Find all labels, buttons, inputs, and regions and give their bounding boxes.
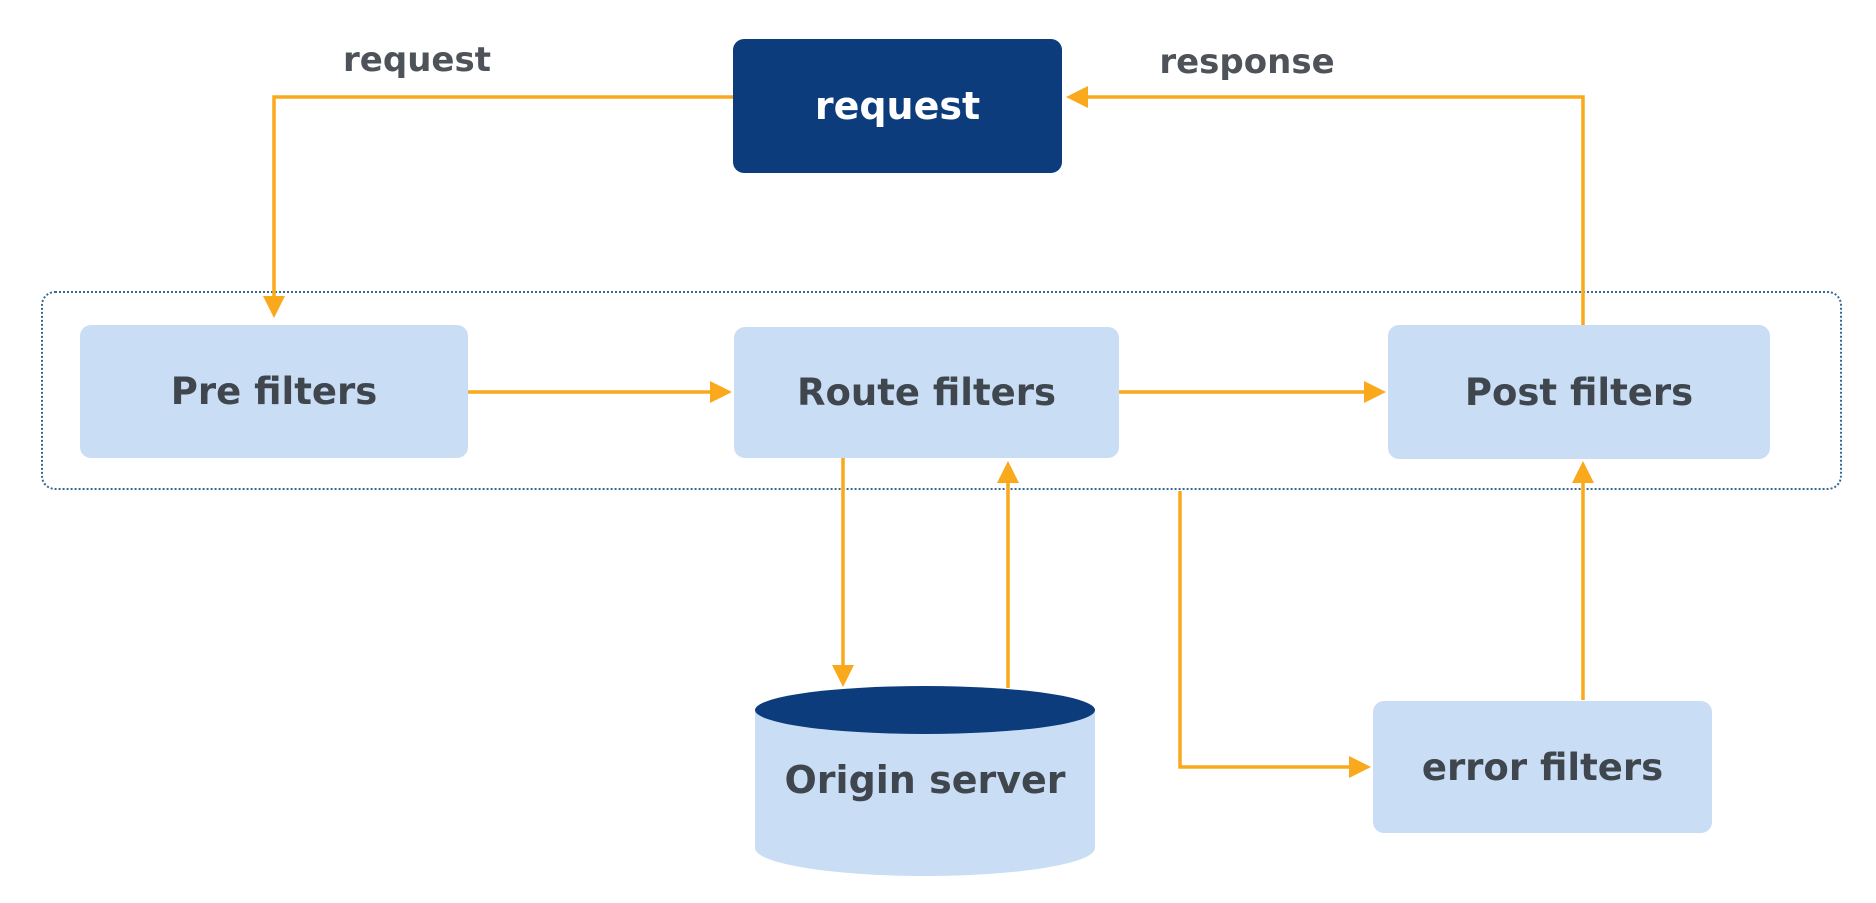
node-route-filters: Route filters bbox=[734, 327, 1119, 458]
arrow-error-to-post-filters bbox=[1572, 461, 1594, 700]
response-edge-label: response bbox=[1159, 42, 1335, 82]
cylinder-body bbox=[755, 710, 1095, 876]
arrow-post-filters-to-request bbox=[1066, 86, 1585, 325]
node-error-filters: error filters bbox=[1373, 701, 1712, 833]
origin-server-label: Origin server bbox=[784, 758, 1066, 802]
node-pre-filters: Pre filters bbox=[80, 325, 468, 458]
request-edge-label: request bbox=[343, 40, 491, 80]
cylinder-top-ellipse bbox=[755, 686, 1095, 734]
arrow-container-to-error-filters bbox=[1178, 491, 1371, 778]
filters-group-container bbox=[41, 291, 1842, 490]
node-origin-server: Origin server bbox=[755, 686, 1095, 876]
arrow-request-to-pre-filters bbox=[263, 95, 733, 318]
arrow-route-filters-to-origin-server bbox=[832, 458, 854, 687]
node-post-filters: Post filters bbox=[1388, 325, 1770, 459]
arrow-origin-server-to-route-filters bbox=[997, 461, 1019, 688]
node-request: request bbox=[733, 39, 1062, 173]
